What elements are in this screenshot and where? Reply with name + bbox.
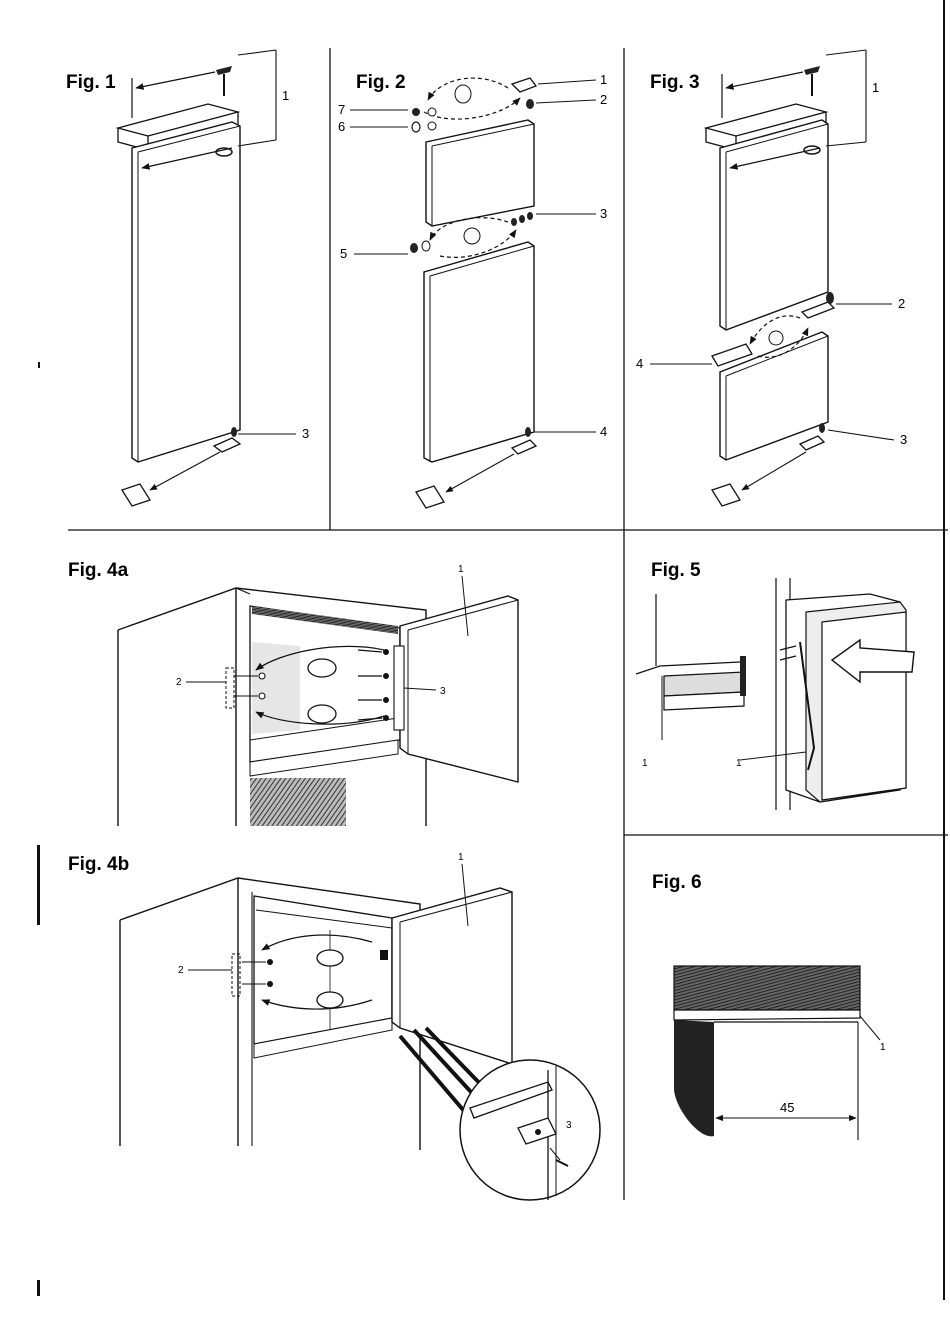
fig5-callout-1a: 1 <box>642 758 648 769</box>
fig6-dimension-45: 45 <box>780 1100 794 1115</box>
fig3-callout-4: 4 <box>636 356 643 371</box>
fig5-callout-1b: 1 <box>736 758 742 769</box>
figure-1: Fig. 1 1 3 <box>66 50 309 506</box>
fig1-title: Fig. 1 <box>66 72 116 93</box>
fig4a-callout-2: 2 <box>176 677 182 688</box>
figure-6: Fig. 6 45 1 <box>652 872 886 1140</box>
fig4b-title: Fig. 4b <box>68 854 129 875</box>
scan-marks <box>37 362 40 1296</box>
figure-4b: Fig. 4b 2 1 3 <box>68 852 600 1200</box>
figure-4a: Fig. 4a <box>68 560 518 826</box>
fig3-callout-1: 1 <box>872 80 879 95</box>
fig4a-callout-1: 1 <box>458 564 464 575</box>
fig2-callout-5: 5 <box>340 246 347 261</box>
fig2-callout-7: 7 <box>338 102 345 117</box>
fig3-callout-3: 3 <box>900 432 907 447</box>
fig4a-title: Fig. 4a <box>68 560 129 581</box>
figure-2: Fig. 2 1 2 7 6 3 5 <box>338 72 607 508</box>
fig1-callout-1: 1 <box>282 88 289 103</box>
fig2-title: Fig. 2 <box>356 72 406 93</box>
figure-5: Fig. 5 1 1 <box>636 560 914 810</box>
fig2-callout-1: 1 <box>600 72 607 87</box>
fig2-callout-4: 4 <box>600 424 607 439</box>
fig3-title: Fig. 3 <box>650 72 700 93</box>
fig4b-callout-1: 1 <box>458 852 464 863</box>
figure-3: Fig. 3 1 2 4 3 <box>636 50 907 506</box>
fig3-callout-2: 2 <box>898 296 905 311</box>
fig6-callout-1: 1 <box>880 1042 886 1053</box>
fig4b-callout-3: 3 <box>566 1120 572 1131</box>
fig4b-callout-2: 2 <box>178 965 184 976</box>
fig6-title: Fig. 6 <box>652 872 702 893</box>
fig2-callout-3: 3 <box>600 206 607 221</box>
fig5-title: Fig. 5 <box>651 560 701 581</box>
fig1-callout-3: 3 <box>302 426 309 441</box>
fig4a-callout-3: 3 <box>440 686 446 697</box>
fig2-callout-6: 6 <box>338 119 345 134</box>
fig2-callout-2: 2 <box>600 92 607 107</box>
